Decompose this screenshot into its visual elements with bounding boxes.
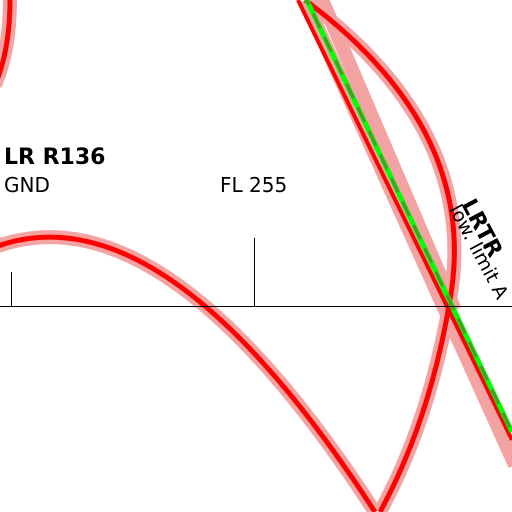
- zone-top-right-border: [303, 0, 457, 512]
- zone-top-left-border: [0, 0, 13, 80]
- route-line-dash: [305, 0, 512, 433]
- zone-r136-border: [0, 234, 378, 512]
- zone-r136-halo: [0, 230, 381, 512]
- zone-r136-lower-limit: GND: [4, 173, 50, 197]
- zone-r136-name: LR R136: [4, 145, 106, 170]
- zone-lrtr-border: [296, 0, 512, 441]
- zone-r136-upper-limit: FL 255: [220, 173, 288, 197]
